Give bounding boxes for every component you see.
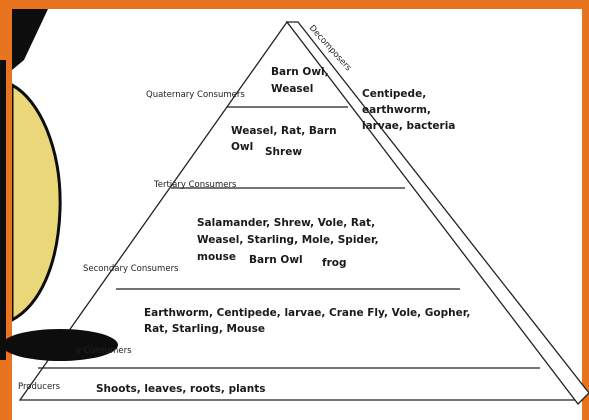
label-tertiary: Tertiary Consumers (153, 180, 237, 190)
label-secondary: Secondary Consumers (83, 264, 179, 274)
secondary-organisms-line3a: mouse (197, 251, 236, 263)
tertiary-organisms-line2: Owl (231, 141, 253, 153)
label-producers: Producers (18, 382, 61, 392)
black-wedge-shape (12, 9, 48, 70)
producers-organisms: Shoots, leaves, roots, plants (96, 383, 266, 395)
primary-organisms-line1: Earthworm, Centipede, larvae, Crane Fly,… (144, 307, 470, 319)
secondary-organisms-line3b: Barn Owl (249, 254, 303, 266)
decomposer-organisms-line2: earthworm, (362, 104, 431, 116)
frame-top-bar (0, 0, 589, 9)
secondary-organisms-line2: Weasel, Starling, Mole, Spider, (197, 234, 379, 246)
frame-right-bar (582, 0, 589, 420)
black-blob-shape (2, 329, 118, 361)
secondary-organisms-line1: Salamander, Shrew, Vole, Rat, (197, 217, 375, 229)
decomposer-organisms-line1: Centipede, (362, 88, 426, 100)
secondary-organisms-line3c: frog (322, 257, 346, 269)
yellow-blob-shape (10, 82, 62, 323)
frame-left-shadow (0, 60, 6, 360)
decomposer-band (285, 21, 589, 405)
quaternary-organisms-line1: Barn Owl, (271, 66, 329, 78)
primary-organisms-line2: Rat, Starling, Mouse (144, 323, 265, 335)
label-quaternary: Quaternary Consumers (146, 90, 245, 100)
tertiary-organisms-extra: Shrew (265, 146, 302, 158)
tertiary-organisms-line1: Weasel, Rat, Barn (231, 125, 337, 137)
quaternary-organisms-line2: Weasel (271, 83, 313, 95)
decomposer-organisms-line3: larvae, bacteria (362, 120, 455, 132)
label-primary: y Consumers (76, 346, 132, 356)
